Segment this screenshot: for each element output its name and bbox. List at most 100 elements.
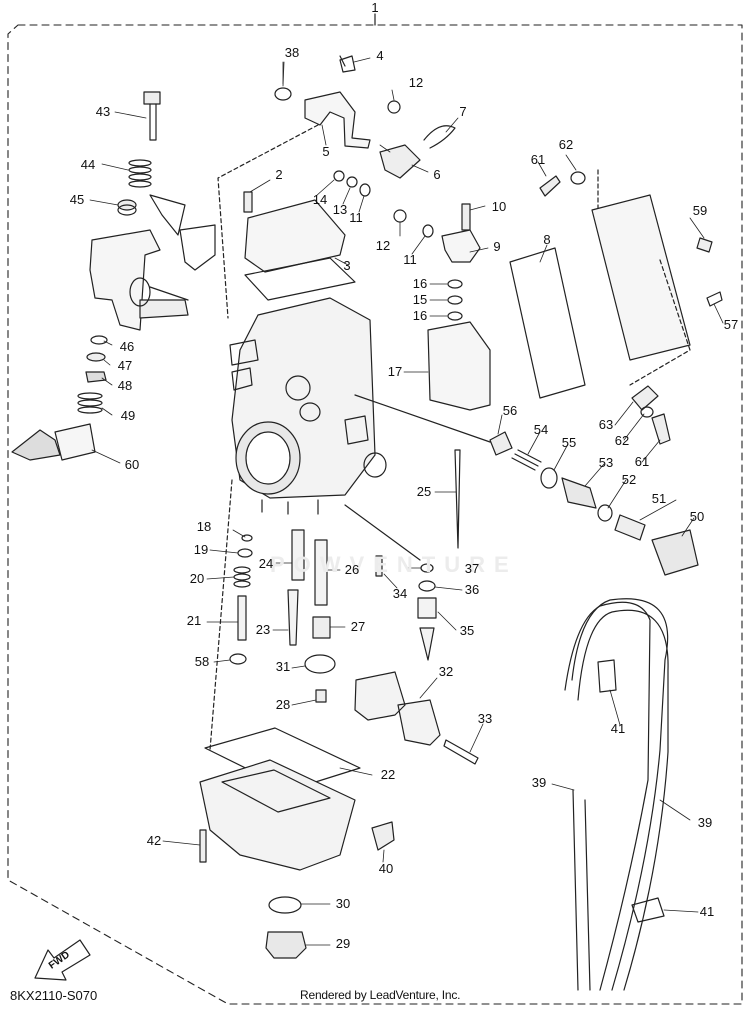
- callout-18[interactable]: 18: [196, 519, 212, 534]
- callout-22[interactable]: 22: [380, 767, 396, 782]
- callout-25[interactable]: 25: [416, 484, 432, 499]
- part-11-washer-b: [422, 224, 434, 238]
- callout-49[interactable]: 49: [120, 408, 136, 423]
- leader-cover-dash: [597, 169, 691, 386]
- callout-4[interactable]: 4: [376, 48, 384, 63]
- callout-57[interactable]: 57: [723, 317, 739, 332]
- callout-60[interactable]: 60: [124, 457, 140, 472]
- callout-55[interactable]: 55: [561, 435, 577, 450]
- callout-10[interactable]: 10: [491, 199, 507, 214]
- callout-41a[interactable]: 41: [610, 721, 626, 736]
- leader-5-dash: [217, 124, 319, 319]
- part-2-screw: [243, 191, 253, 213]
- callout-37[interactable]: 37: [464, 561, 480, 576]
- part-62-washer-b: [640, 406, 654, 418]
- part-60-stop-knob: [11, 423, 96, 461]
- callout-61a[interactable]: 61: [530, 152, 546, 167]
- part-20-spring: [233, 566, 251, 588]
- part-7-clip: [423, 125, 456, 149]
- callout-33[interactable]: 33: [477, 711, 493, 726]
- callout-50[interactable]: 50: [689, 509, 705, 524]
- part-39-hose-c: [564, 601, 651, 991]
- callout-63[interactable]: 63: [598, 417, 614, 432]
- callout-62b[interactable]: 62: [614, 433, 630, 448]
- callout-41b[interactable]: 41: [699, 904, 715, 919]
- callout-39a[interactable]: 39: [531, 775, 547, 790]
- callout-15[interactable]: 15: [412, 292, 428, 307]
- callout-54[interactable]: 54: [533, 422, 549, 437]
- callout-16a[interactable]: 16: [412, 276, 428, 291]
- callout-39b[interactable]: 39: [697, 815, 713, 830]
- callout-40[interactable]: 40: [378, 861, 394, 876]
- callout-1[interactable]: 1: [371, 0, 379, 15]
- callout-13[interactable]: 13: [332, 202, 348, 217]
- callout-5[interactable]: 5: [322, 144, 330, 159]
- callout-46[interactable]: 46: [119, 339, 135, 354]
- part-52-washer: [597, 504, 613, 522]
- callout-23[interactable]: 23: [255, 622, 271, 637]
- callout-19[interactable]: 19: [193, 542, 209, 557]
- callout-27[interactable]: 27: [350, 619, 366, 634]
- callout-34[interactable]: 34: [392, 586, 408, 601]
- callout-47[interactable]: 47: [117, 358, 133, 373]
- callout-7[interactable]: 7: [459, 104, 467, 119]
- part-41-clamp-a: [597, 659, 617, 693]
- part-27-jet: [312, 616, 331, 639]
- part-5-lever: [304, 91, 371, 149]
- callout-24[interactable]: 24: [258, 556, 274, 571]
- callout-14[interactable]: 14: [312, 192, 328, 207]
- callout-2[interactable]: 2: [275, 167, 283, 182]
- callout-36[interactable]: 36: [464, 582, 480, 597]
- top-cover: [591, 194, 691, 361]
- leader-left-dash: [209, 479, 233, 751]
- part-36-oring: [418, 580, 436, 592]
- callout-28[interactable]: 28: [275, 697, 291, 712]
- callout-58[interactable]: 58: [194, 654, 210, 669]
- part-31-oring: [304, 654, 336, 674]
- part-61-screw-b: [651, 413, 671, 445]
- callout-6[interactable]: 6: [433, 167, 441, 182]
- render-credit: Rendered by LeadVenture, Inc.: [300, 988, 461, 1002]
- part-16-clip-b: [447, 311, 463, 321]
- fwd-arrow: [34, 939, 91, 981]
- part-10-screw: [461, 203, 471, 231]
- callout-9[interactable]: 9: [493, 239, 501, 254]
- callout-59[interactable]: 59: [692, 203, 708, 218]
- callout-45[interactable]: 45: [69, 192, 85, 207]
- leader-jet-line: [354, 394, 491, 443]
- callout-21[interactable]: 21: [186, 613, 202, 628]
- part-59-screw: [696, 237, 713, 253]
- callout-35[interactable]: 35: [459, 623, 475, 638]
- callout-12b[interactable]: 12: [375, 238, 391, 253]
- callout-29[interactable]: 29: [335, 936, 351, 951]
- leader-lines: [89, 57, 724, 946]
- callout-11b[interactable]: 11: [403, 252, 417, 267]
- callout-16b[interactable]: 16: [412, 308, 428, 323]
- callout-12a[interactable]: 12: [408, 75, 424, 90]
- callout-31[interactable]: 31: [275, 659, 291, 674]
- callout-42[interactable]: 42: [146, 833, 162, 848]
- callout-56[interactable]: 56: [502, 403, 518, 418]
- callout-52[interactable]: 52: [621, 472, 637, 487]
- callout-11a[interactable]: 11: [349, 210, 363, 225]
- callout-48[interactable]: 48: [117, 378, 133, 393]
- callout-20[interactable]: 20: [189, 571, 205, 586]
- callout-32[interactable]: 32: [438, 664, 454, 679]
- callout-26[interactable]: 26: [344, 562, 360, 577]
- callout-53[interactable]: 53: [598, 455, 614, 470]
- part-42-screw: [199, 829, 207, 863]
- callout-62a[interactable]: 62: [558, 137, 574, 152]
- part-16-clip-a: [447, 279, 463, 289]
- callout-43[interactable]: 43: [95, 104, 111, 119]
- callout-3[interactable]: 3: [343, 258, 351, 273]
- callout-17[interactable]: 17: [387, 364, 403, 379]
- callout-44[interactable]: 44: [80, 157, 96, 172]
- callout-38[interactable]: 38: [284, 45, 300, 60]
- part-47-washer: [86, 352, 106, 362]
- callout-30[interactable]: 30: [335, 896, 351, 911]
- callout-8[interactable]: 8: [543, 232, 551, 247]
- callout-61b[interactable]: 61: [634, 454, 650, 469]
- callout-51[interactable]: 51: [651, 491, 667, 506]
- part-28-jet: [315, 689, 327, 703]
- part-58-washer: [229, 653, 247, 665]
